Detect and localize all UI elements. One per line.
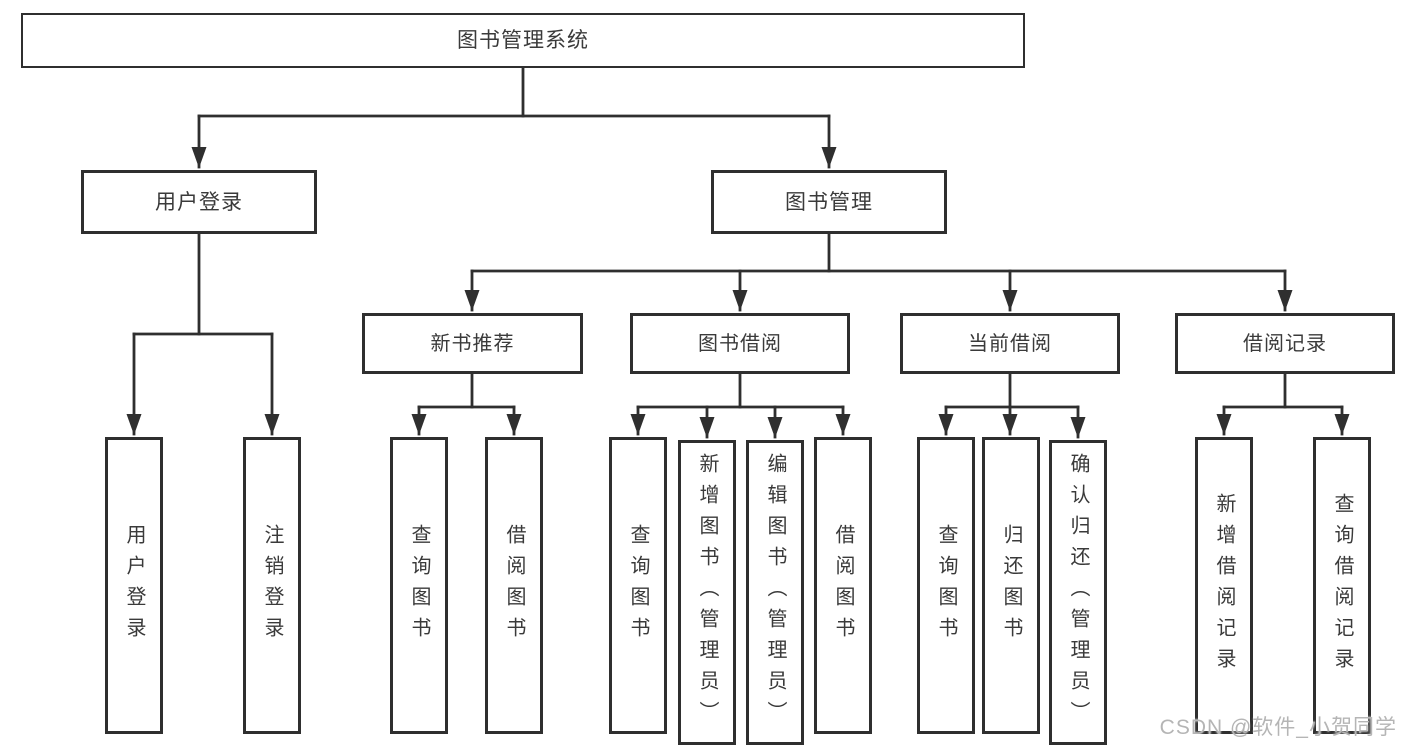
leaf-return-books: 归还图书 [982, 437, 1040, 734]
node-label: 借阅图书 [503, 523, 525, 648]
leaf-query-books-current: 查询图书 [917, 437, 975, 734]
node-label: 查询图书 [935, 523, 957, 648]
node-library-management-system: 图书管理系统 [21, 13, 1025, 68]
node-label: 归还图书 [1000, 523, 1022, 648]
node-label: 借阅记录 [1243, 332, 1327, 355]
leaf-edit-books-admin: 编辑图书（管理员） [746, 440, 804, 745]
leaf-borrow-books: 借阅图书 [814, 437, 872, 734]
node-label: 用户登录 [155, 190, 243, 214]
node-book-management: 图书管理 [711, 170, 947, 234]
node-user-login: 用户登录 [81, 170, 317, 234]
node-label: 当前借阅 [968, 332, 1052, 355]
node-label: 新增图书（管理员） [696, 453, 718, 732]
node-current-borrowing: 当前借阅 [900, 313, 1120, 374]
node-new-book-recommend: 新书推荐 [362, 313, 583, 374]
leaf-user-login: 用户登录 [105, 437, 163, 734]
leaf-logout: 注销登录 [243, 437, 301, 734]
node-borrowing-records: 借阅记录 [1175, 313, 1395, 374]
csdn-watermark: CSDN @软件_小贺同学 [1159, 716, 1397, 739]
leaf-add-books-admin: 新增图书（管理员） [678, 440, 736, 745]
leaf-borrow-books-recommend: 借阅图书 [485, 437, 543, 734]
node-label: 查询图书 [627, 523, 649, 648]
leaf-query-borrow-record: 查询借阅记录 [1313, 437, 1371, 734]
node-label: 图书借阅 [698, 332, 782, 355]
leaf-add-borrow-record: 新增借阅记录 [1195, 437, 1253, 734]
node-label: 新书推荐 [430, 332, 515, 355]
node-label: 新增借阅记录 [1213, 492, 1235, 679]
node-label: 图书管理 [785, 190, 873, 214]
node-label: 借阅图书 [832, 523, 854, 648]
node-label: 查询图书 [408, 523, 430, 648]
leaf-query-books-recommend: 查询图书 [390, 437, 448, 734]
node-label: 注销登录 [261, 523, 283, 648]
node-label: 查询借阅记录 [1331, 492, 1353, 679]
leaf-confirm-return-admin: 确认归还（管理员） [1049, 440, 1107, 745]
node-label: 确认归还（管理员） [1067, 453, 1089, 732]
node-label: 图书管理系统 [457, 29, 589, 52]
node-label: 用户登录 [123, 523, 145, 648]
node-book-borrowing: 图书借阅 [630, 313, 850, 374]
leaf-query-books-borrow: 查询图书 [609, 437, 667, 734]
node-label: 编辑图书（管理员） [764, 453, 786, 732]
